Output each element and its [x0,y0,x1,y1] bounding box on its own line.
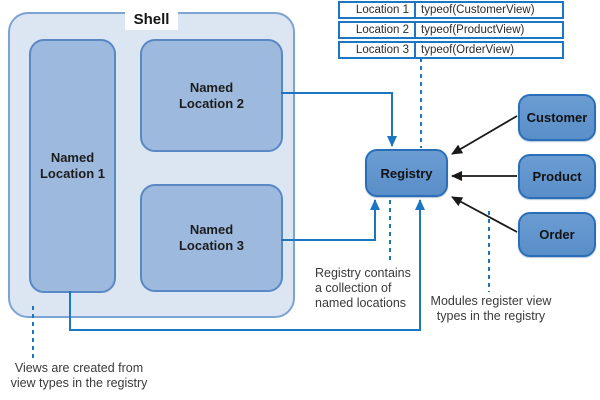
named-location-2-box: Named Location 2 [140,39,283,152]
module-customer-box: Customer [518,94,596,141]
annotation-registry-contains: Registry contains a collection of named … [315,266,411,310]
viewtype-cell: typeof(ProductView) [421,23,525,36]
named-location-1-label: Named Location 1 [39,150,105,181]
module-customer-label: Customer [526,110,588,125]
viewtype-cell: typeof(OrderView) [421,43,515,56]
module-product-box: Product [518,154,596,199]
named-location-1-box: Named Location 1 [29,39,116,293]
viewtype-cell: typeof(CustomerView) [421,3,535,16]
registry-box: Registry [365,149,448,197]
annotation-views-created: Views are created from view types in the… [10,361,148,390]
table-row: Location 2 typeof(ProductView) [338,21,564,39]
arrow-order-registry [451,196,518,233]
location-cell: Location 3 [340,43,416,57]
named-location-2-label: Named Location 2 [178,79,244,111]
arrow-customer-registry [451,115,518,155]
named-location-3-label: Named Location 3 [178,222,244,253]
location-cell: Location 1 [340,3,416,17]
shell-box: Shell Named Location 1 Named Location 2 … [8,10,295,318]
annotation-modules-register: Modules register view types in the regis… [430,294,552,323]
table-row: Location 1 typeof(CustomerView) [338,1,564,19]
table-row: Location 3 typeof(OrderView) [338,41,564,59]
location-cell: Location 2 [340,23,416,37]
module-product-label: Product [532,169,582,184]
view-mapping-table: Location 1 typeof(CustomerView) Location… [338,1,564,61]
named-location-3-box: Named Location 3 [140,184,283,292]
registry-label: Registry [380,165,433,181]
module-order-label: Order [539,227,575,242]
module-order-box: Order [518,212,596,257]
shell-title: Shell [124,10,179,30]
connector-location2-registry [281,92,397,147]
connector-location3-registry [281,199,380,241]
